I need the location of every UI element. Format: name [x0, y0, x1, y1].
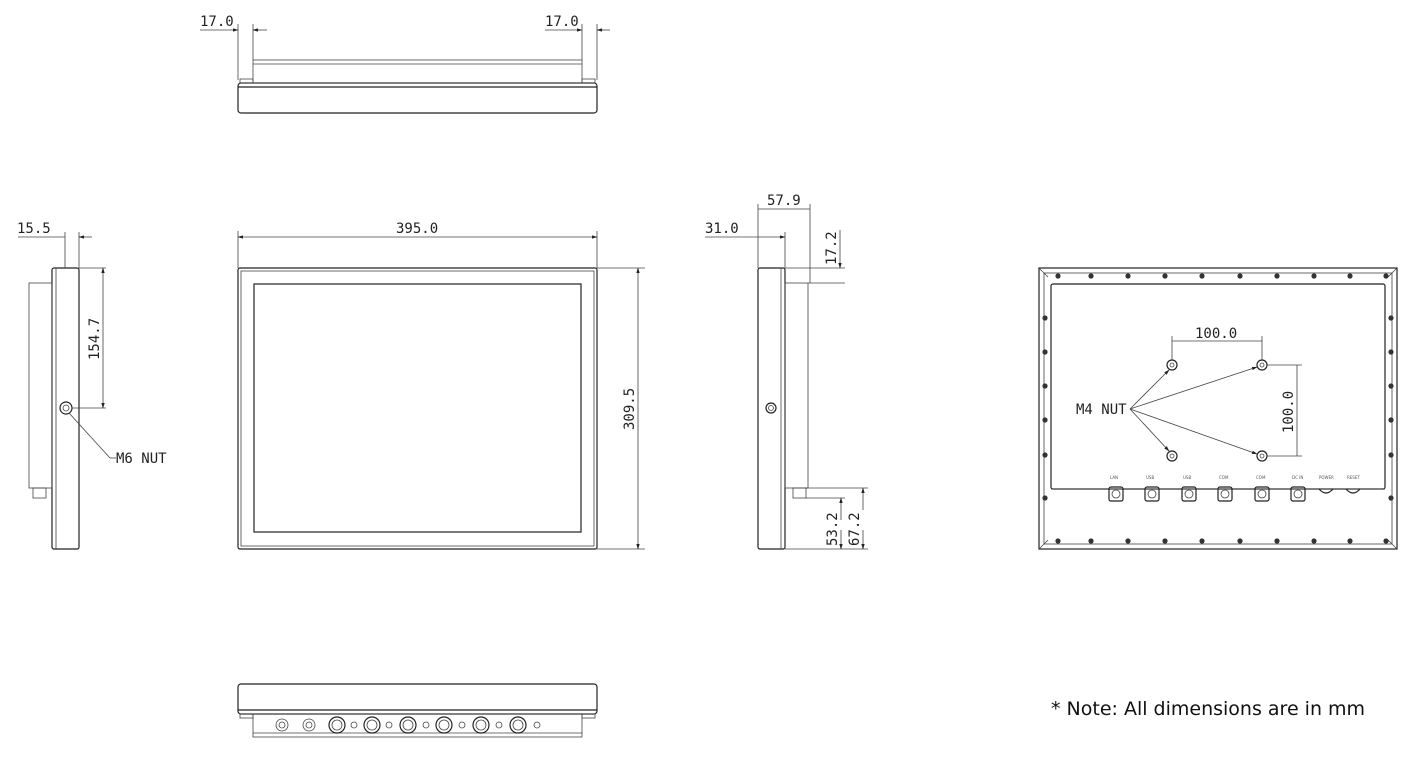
screw-icon	[1042, 383, 1048, 389]
screw-icon	[1388, 349, 1394, 355]
screen-area	[253, 283, 582, 533]
connector-label: USB	[1183, 475, 1191, 480]
screw-icon	[1388, 452, 1394, 458]
screw-icon	[1088, 538, 1094, 544]
screw-icon	[1274, 538, 1280, 544]
screw-icon	[1311, 273, 1317, 279]
dim-vesa-horizontal: 100.0	[1195, 326, 1237, 342]
screw-icon	[1311, 538, 1317, 544]
rear-view: 100.0 100.0 M4 NUT LAN USB USB COM COM D…	[1038, 267, 1398, 550]
screw-icon	[1042, 417, 1048, 423]
dim-right-bottom-inner: 53.2	[825, 512, 841, 546]
bottom-view	[237, 683, 598, 738]
screw-icon	[1055, 538, 1061, 544]
top-view: 17.0 17.0	[200, 14, 610, 114]
left-side-view: 15.5 154.7 M6 NUT	[17, 221, 167, 550]
screw-icon	[1199, 273, 1205, 279]
screw-icon	[1199, 538, 1205, 544]
screw-icon	[1383, 273, 1389, 279]
screw-icon	[1088, 273, 1094, 279]
bottom-connectors	[275, 716, 541, 734]
dim-side-depth: 15.5	[17, 221, 51, 237]
units-note: * Note: All dimensions are in mm	[1051, 698, 1365, 720]
dim-side-mount: 154.7	[87, 318, 103, 360]
screw-icon	[1388, 315, 1394, 321]
dim-front-height: 309.5	[622, 388, 638, 430]
screw-icon	[1237, 538, 1243, 544]
screw-icon	[1237, 273, 1243, 279]
screw-icon	[1055, 273, 1061, 279]
screw-icon	[1042, 452, 1048, 458]
screw-icon	[1042, 315, 1048, 321]
dim-right-depth-bezel: 31.0	[705, 221, 739, 237]
screw-icon	[1347, 273, 1353, 279]
dim-top-left: 17.0	[200, 14, 234, 30]
dim-top-right: 17.0	[545, 14, 579, 30]
screw-icon	[1125, 538, 1131, 544]
screw-icon	[1347, 538, 1353, 544]
screw-icon	[1162, 273, 1168, 279]
rear-connectors: LAN USB USB COM COM DC IN POWER RESET	[1108, 475, 1361, 502]
dim-right-top: 17.2	[824, 231, 840, 265]
connector-label: DC IN	[1292, 475, 1303, 480]
dim-vesa-vertical: 100.0	[1281, 391, 1297, 433]
front-view: 395.0 309.5	[237, 221, 645, 550]
dim-right-depth-total: 57.9	[767, 193, 801, 209]
m6-nut-label: M6 NUT	[116, 451, 167, 467]
screw-icon	[1274, 273, 1280, 279]
screw-icon	[1162, 538, 1168, 544]
connector-label: POWER	[1319, 475, 1334, 480]
connector-label: RESET	[1347, 475, 1360, 480]
screw-icon	[1042, 349, 1048, 355]
rear-perimeter-screws	[1042, 273, 1394, 544]
screw-icon	[1388, 495, 1394, 501]
screw-icon	[1388, 383, 1394, 389]
connector-label: COM	[1256, 475, 1266, 480]
screw-icon	[1388, 417, 1394, 423]
dim-right-bottom-outer: 67.2	[847, 512, 863, 546]
connector-label: LAN	[1110, 475, 1118, 480]
screw-icon	[1125, 273, 1131, 279]
screw-icon	[1383, 538, 1389, 544]
connector-label: USB	[1146, 475, 1154, 480]
connector-label: COM	[1219, 475, 1229, 480]
m4-nut-label: M4 NUT	[1076, 402, 1127, 418]
dim-front-width: 395.0	[396, 221, 438, 237]
screw-icon	[1042, 495, 1048, 501]
right-side-view: 57.9 31.0 17.2 53.2 67.2	[705, 193, 868, 550]
m4-nut-icon	[1166, 450, 1178, 462]
